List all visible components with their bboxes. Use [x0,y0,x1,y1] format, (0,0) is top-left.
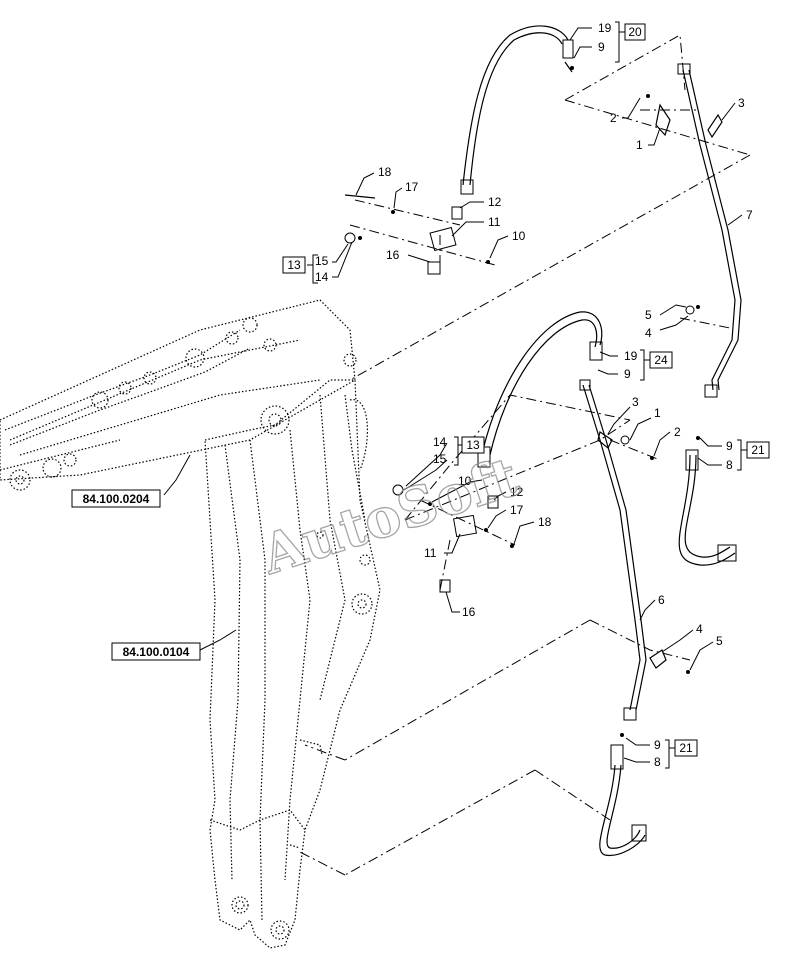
callout-16-upper: 16 [386,248,400,262]
callout-8-lower: 8 [654,755,661,769]
kit-boxes: 20 13 24 21 13 21 [282,23,770,757]
callout-11-middle: 11 [424,546,437,560]
callout-11-upper: 11 [488,215,501,229]
boom-ref-box [71,489,161,508]
callout-3-lower: 3 [632,395,639,409]
callout-10-upper: 10 [512,229,526,243]
callout-6: 6 [658,593,665,607]
brackets [307,21,747,769]
middle-hose-19 [477,311,603,468]
alignment-lines [299,34,751,876]
callout-10-middle: 10 [458,474,472,488]
kit-label-21-right: 21 [751,443,765,457]
callout-8-right: 8 [726,458,733,472]
callout-19-upper: 19 [598,21,612,35]
kit-box-21-lower [674,739,698,757]
callout-17-upper: 17 [405,180,419,194]
kit-box-21-right [746,441,770,459]
leader-lines [163,27,743,763]
callout-9-right: 9 [726,439,733,453]
callout-9-lower: 9 [654,738,661,752]
kit-label-13-middle: 13 [466,438,480,452]
tube-7 [677,63,742,398]
hose-8-right [678,449,737,566]
callout-3-upper: 3 [738,96,745,110]
callout-4-lower: 4 [696,622,703,636]
callout-17-middle: 17 [510,503,524,517]
callout-7: 7 [746,208,753,222]
callout-4-upper: 4 [645,326,652,340]
callout-5-lower: 5 [716,634,723,648]
callout-9-upper: 9 [598,40,605,54]
dipper-ref-box [111,642,201,661]
callout-15-middle: 15 [433,452,447,466]
dipper-ref-label: 84.100.0104 [123,645,190,659]
callout-1-lower: 1 [654,406,661,420]
callout-12-upper: 12 [488,195,502,209]
kit-box-13-upper [282,256,306,274]
callout-14-upper: 14 [315,270,329,284]
callout-15-upper: 15 [315,254,329,268]
callout-2-upper: 2 [610,111,617,125]
callout-16-middle: 16 [462,605,476,619]
kit-label-24: 24 [654,353,668,367]
callout-1-upper: 1 [636,138,643,152]
boom-ref-label: 84.100.0204 [83,492,150,506]
kit-label-13-upper: 13 [287,258,301,272]
hose-8-lower [599,744,647,857]
reference-boxes: 84.100.0204 84.100.0104 [71,489,201,661]
fittings [344,66,723,737]
kit-box-13-middle [461,436,485,454]
callout-14-middle: 14 [433,435,447,449]
kit-box-24 [649,351,673,369]
callout-12-middle: 12 [510,485,524,499]
callout-numbers: 19 9 2 1 3 7 18 17 12 11 10 16 15 14 5 4… [315,21,753,769]
callout-9-middle: 9 [624,367,631,381]
callout-5-upper: 5 [645,308,652,322]
callout-18-upper: 18 [378,165,392,179]
upper-hose-19 [460,25,574,195]
boom-outline [0,299,357,491]
dipper-arm-outline [204,379,381,949]
callout-19-middle: 19 [624,349,638,363]
callout-2-lower: 2 [674,425,681,439]
kit-box-20 [624,23,646,41]
kit-label-21-lower: 21 [679,741,693,755]
tube-6 [579,379,647,721]
callout-18-middle: 18 [538,515,552,529]
kit-label-20: 20 [628,25,642,39]
